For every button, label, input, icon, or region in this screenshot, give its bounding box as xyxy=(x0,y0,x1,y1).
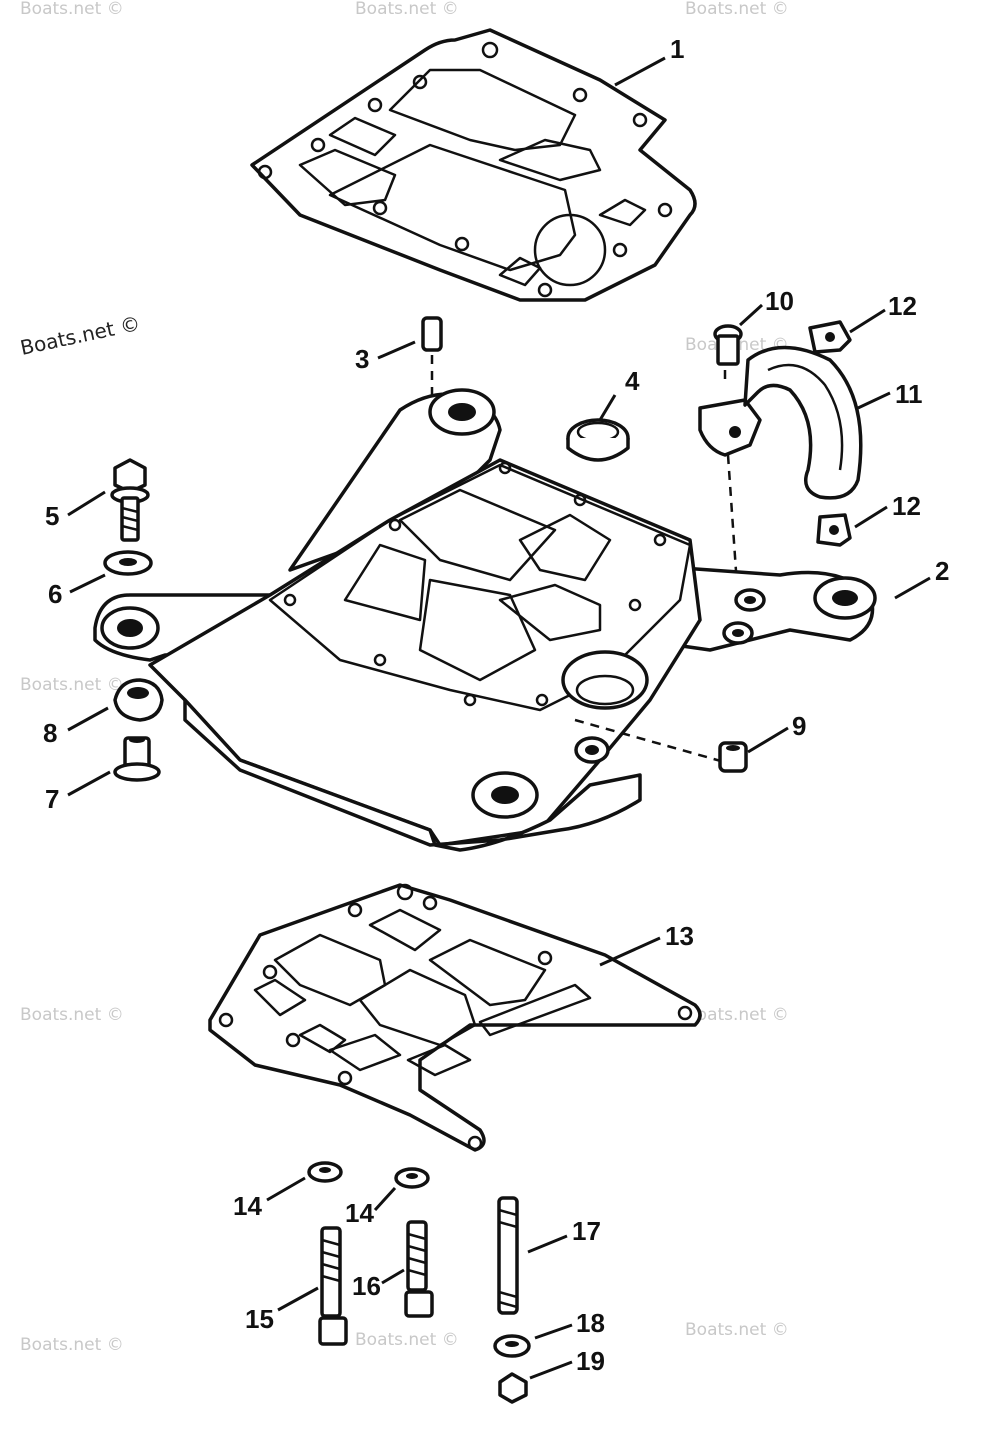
watermark: Boats.net © xyxy=(20,675,124,695)
watermark: Boats.net © xyxy=(355,0,459,19)
callouts: 1 2 3 4 5 6 7 8 9 10 11 12 12 13 14 14 1… xyxy=(43,34,949,1376)
watermark: Boats.net © xyxy=(685,0,789,19)
callout-15: 15 xyxy=(245,1304,274,1334)
part-8-mount xyxy=(113,678,164,722)
callout-16: 16 xyxy=(352,1271,381,1301)
part-6-washer xyxy=(103,550,153,576)
callout-6: 6 xyxy=(48,579,62,609)
part-10-screw xyxy=(713,324,743,601)
part-4-seal xyxy=(566,418,630,462)
callout-18: 18 xyxy=(576,1308,605,1338)
watermark: Boats.net © xyxy=(20,0,124,19)
callout-3: 3 xyxy=(355,344,369,374)
watermark: Boats.net © xyxy=(20,1335,124,1355)
part-7-bushing xyxy=(113,736,161,782)
callout-7: 7 xyxy=(45,784,59,814)
callout-8: 8 xyxy=(43,718,57,748)
part-14-washer-left xyxy=(307,1161,343,1183)
part-18-washer xyxy=(493,1334,531,1358)
watermark: Boats.net © xyxy=(355,1330,459,1350)
part-13-lower-gasket xyxy=(208,883,702,1152)
callout-19: 19 xyxy=(576,1346,605,1376)
watermark: Boats.net © xyxy=(685,1320,789,1340)
part-14-washer-right xyxy=(394,1167,430,1189)
callout-1: 1 xyxy=(670,34,684,64)
callout-12b: 12 xyxy=(892,491,921,521)
callout-9: 9 xyxy=(792,711,806,741)
part-15-screw xyxy=(318,1226,348,1346)
part-12-nut-upper xyxy=(808,320,852,354)
watermark-dark: Boats.net © xyxy=(18,311,142,360)
part-2-adapter-plate xyxy=(93,388,877,852)
callout-4: 4 xyxy=(625,366,640,396)
callout-13: 13 xyxy=(665,921,694,951)
callout-14a: 14 xyxy=(233,1191,262,1221)
callout-5: 5 xyxy=(45,501,59,531)
callout-17: 17 xyxy=(572,1216,601,1246)
part-5-bolt xyxy=(110,458,150,542)
part-9-plug xyxy=(718,741,748,773)
part-3-dowel-pin xyxy=(421,316,443,405)
callout-11: 11 xyxy=(895,379,923,409)
part-12-nut-lower xyxy=(816,513,852,547)
part-19-nut xyxy=(498,1372,528,1404)
part-17-stud xyxy=(497,1196,519,1315)
part-11-bracket xyxy=(698,345,863,500)
leader-lines xyxy=(67,56,931,1380)
callout-10: 10 xyxy=(765,286,794,316)
callout-2: 2 xyxy=(935,556,949,586)
part-16-screw xyxy=(404,1220,434,1318)
watermark: Boats.net © xyxy=(20,1005,124,1025)
callout-12a: 12 xyxy=(888,291,917,321)
callout-14b: 14 xyxy=(345,1198,374,1228)
watermark: Boats.net © xyxy=(685,1005,789,1025)
part-1-upper-gasket xyxy=(250,28,697,302)
